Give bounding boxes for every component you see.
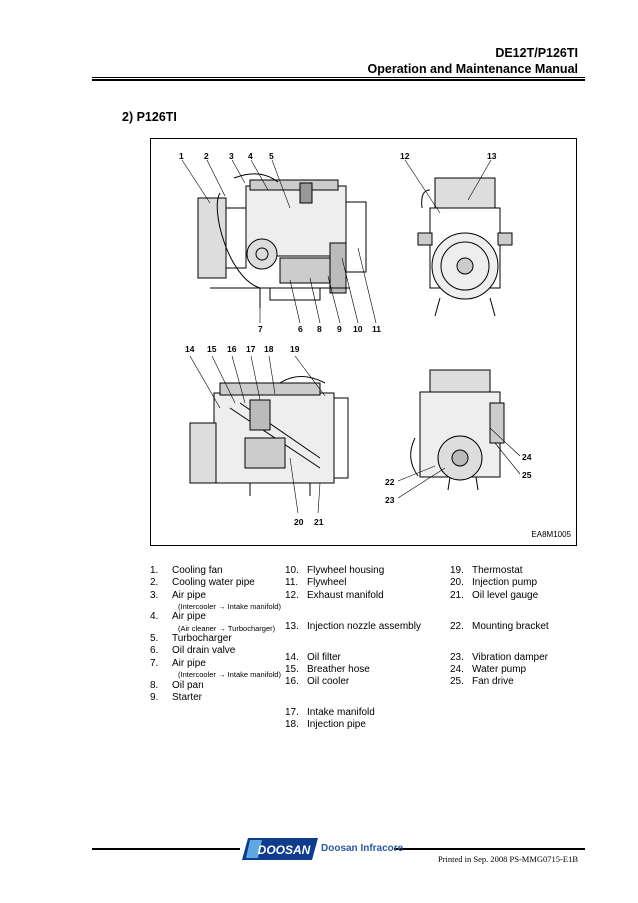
legend-item: 24.Water pump (450, 663, 527, 675)
print-info: Printed in Sep. 2008 PS-MMG0715-E1B (437, 854, 578, 864)
callout-4: 4 (248, 151, 253, 161)
callout-25: 25 (522, 470, 532, 480)
legend-item: 13.Injection nozzle assembly (285, 620, 421, 632)
legend-item: 3.Air pipe(Intercooler → Intake manifold… (150, 590, 285, 612)
legend-item: 2.Cooling water pipe (150, 577, 255, 589)
legend-sub: (Intercooler → Intake manifold) (178, 670, 281, 680)
callout-16: 16 (227, 344, 237, 354)
callout-23: 23 (385, 495, 395, 505)
engine-front-view-bottom (410, 369, 505, 491)
legend-item: 8.Oil pan (150, 679, 204, 691)
callout-9: 9 (337, 324, 342, 334)
callout-20: 20 (294, 517, 304, 527)
callout-5: 5 (269, 151, 274, 161)
callout-2: 2 (204, 151, 209, 161)
legend-item: 9.Starter (150, 691, 203, 703)
legend-item: 14.Oil filter (285, 651, 341, 663)
legend-item: 15.Breather hose (285, 663, 370, 675)
svg-text:DOOSAN: DOOSAN (258, 843, 311, 857)
legend-item: 25.Fan drive (450, 676, 514, 688)
callout-10: 10 (353, 324, 363, 334)
legend-item: 17.Intake manifold (285, 707, 375, 719)
engine-side-view-top (197, 173, 367, 308)
callout-6: 6 (298, 324, 303, 334)
footer-rule-right (394, 848, 585, 850)
callout-13: 13 (487, 151, 497, 161)
legend-item: 21.Oil level gauge (450, 589, 539, 601)
legend-item: 6.Oil drain valve (150, 645, 236, 657)
callout-8: 8 (317, 324, 322, 334)
callout-11: 11 (372, 324, 381, 334)
callout-14: 14 (185, 344, 195, 354)
legend-item: 10.Flywheel housing (285, 565, 385, 576)
callout-19: 19 (290, 344, 300, 354)
legend-sub: (Air cleaner → Turbocharger) (178, 623, 276, 633)
callout-3: 3 (229, 151, 234, 161)
legend-item: 11.Flywheel (285, 577, 347, 589)
legend-item: 4.Air pipe(Air cleaner → Turbocharger) (150, 611, 285, 633)
document-model: DE12T/P126TI (495, 46, 578, 60)
legend-item: 5.Turbocharger (150, 633, 232, 645)
callout-21: 21 (314, 517, 324, 527)
legend-column-2: 10.Flywheel housing 11.Flywheel 12.Exhau… (285, 565, 450, 732)
callout-1: 1 (179, 151, 184, 161)
callout-leaders (181, 159, 521, 514)
figure-code: EA8M1005 (531, 530, 571, 539)
engine-figure: 1 2 3 4 5 12 13 7 6 8 9 10 11 14 15 16 1… (150, 138, 577, 546)
manual-title: Operation and Maintenance Manual (367, 62, 578, 76)
callout-17: 17 (246, 344, 256, 354)
legend-item: 19.Thermostat (450, 565, 523, 576)
engine-front-view-top (417, 177, 513, 317)
legend-item: 16.Oil cooler (285, 676, 350, 688)
header-rule (92, 77, 585, 78)
legend-item: 1.Cooling fan (150, 565, 223, 576)
callout-15: 15 (207, 344, 217, 354)
callout-24: 24 (522, 452, 532, 462)
legend-item: 18.Injection pipe (285, 719, 366, 731)
legend-column-3: 19.Thermostat 20.Injection pump 21.Oil l… (450, 565, 590, 688)
legend-item: 7.Air pipe(Intercooler → Intake manifold… (150, 658, 285, 680)
callout-7: 7 (258, 324, 263, 334)
legend-item: 12.Exhaust manifold (285, 589, 384, 601)
doosan-logo: DOOSAN (242, 838, 318, 865)
legend-sub: (Intercooler → Intake manifold) (178, 601, 281, 611)
header-rule-thick (92, 79, 585, 81)
legend-column-1: 1.Cooling fan 2.Cooling water pipe 3.Air… (150, 565, 285, 704)
callout-12: 12 (400, 151, 410, 161)
footer-rule-left (92, 848, 240, 850)
section-title: 2) P126TI (122, 110, 177, 124)
callout-22: 22 (385, 477, 395, 487)
legend-item: 22.Mounting bracket (450, 620, 549, 632)
legend-item: 20.Injection pump (450, 577, 538, 589)
brand-name: Doosan Infracore (321, 843, 404, 854)
legend-item: 23.Vibration damper (450, 651, 548, 663)
callout-18: 18 (264, 344, 274, 354)
engine-side-view-bottom (189, 376, 349, 496)
